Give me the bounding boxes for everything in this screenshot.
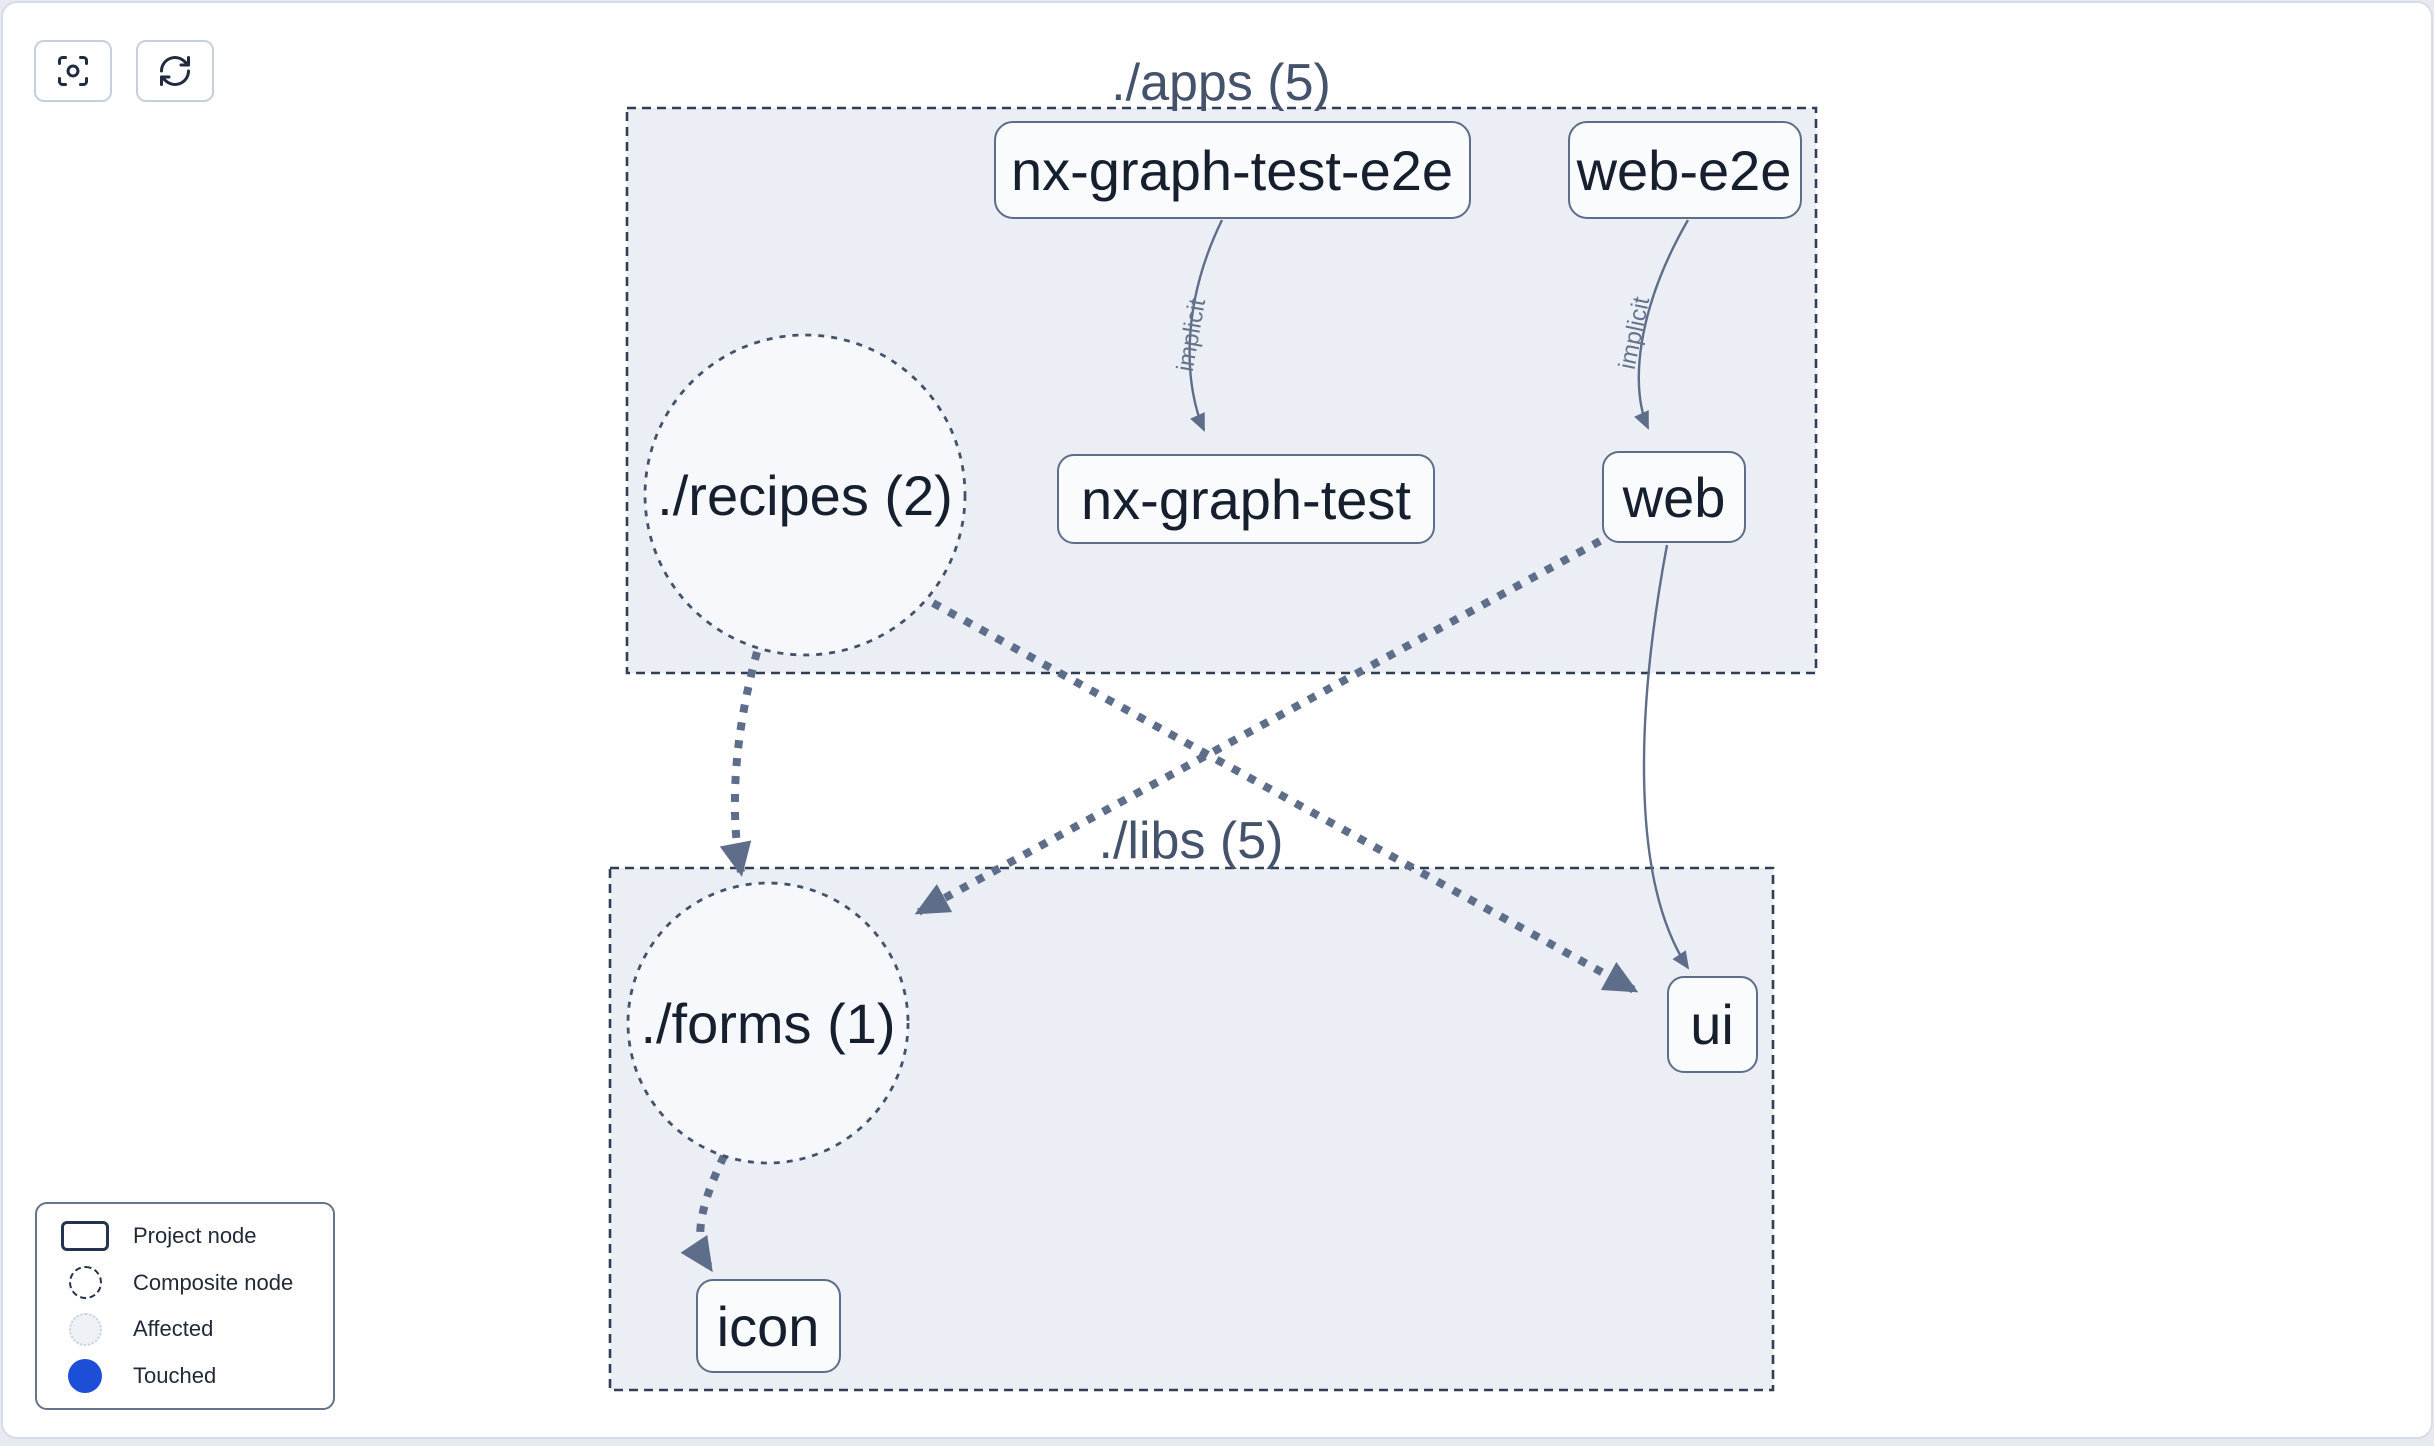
project-node-icon[interactable] bbox=[696, 1279, 841, 1373]
legend-item-project-node: Project node bbox=[37, 1214, 333, 1258]
legend-label: Composite node bbox=[133, 1269, 294, 1295]
project-node-nx-graph-test-e2e[interactable] bbox=[994, 121, 1471, 219]
edge-web-to-ui bbox=[1642, 544, 1690, 970]
refresh-button[interactable] bbox=[136, 40, 214, 102]
group-apps-label: ./apps (5) bbox=[1111, 54, 1331, 112]
composite-node-recipes-label: ./recipes (2) bbox=[657, 464, 953, 527]
edge-forms-to-icon bbox=[680, 1154, 728, 1273]
affected-swatch bbox=[68, 1312, 102, 1346]
legend: Project node Composite node Affected Tou… bbox=[35, 1202, 335, 1410]
focus-button[interactable] bbox=[34, 40, 112, 102]
legend-label: Touched bbox=[133, 1362, 217, 1388]
focus-icon bbox=[58, 56, 88, 86]
legend-item-composite-node: Composite node bbox=[37, 1261, 333, 1305]
refresh-icon bbox=[160, 56, 190, 86]
edge-recipes-to-forms bbox=[719, 650, 761, 877]
legend-item-touched: Touched bbox=[37, 1354, 333, 1398]
project-node-web[interactable] bbox=[1602, 451, 1746, 543]
edge-recipes-to-ui bbox=[931, 599, 1639, 994]
project-node-icon-label: icon bbox=[717, 1295, 820, 1358]
legend-label: Project node bbox=[133, 1223, 257, 1249]
project-node-ui[interactable] bbox=[1667, 976, 1758, 1073]
composite-node-forms-label: ./forms (1) bbox=[640, 992, 895, 1055]
project-node-web-e2e-label: web-e2e bbox=[1576, 139, 1792, 202]
touched-swatch bbox=[68, 1358, 102, 1393]
toolbar bbox=[34, 40, 214, 102]
group-libs-label: ./libs (5) bbox=[1099, 812, 1284, 870]
project-node-swatch bbox=[61, 1221, 109, 1252]
project-node-web-e2e[interactable] bbox=[1568, 121, 1802, 219]
composite-node-recipes[interactable] bbox=[643, 333, 967, 657]
legend-label: Affected bbox=[133, 1316, 214, 1342]
project-node-nx-graph-test[interactable] bbox=[1057, 454, 1435, 544]
legend-item-affected: Affected bbox=[37, 1307, 333, 1351]
edge-web-e2e-to-web bbox=[1634, 219, 1690, 430]
project-node-nx-graph-test-e2e-label: nx-graph-test-e2e bbox=[1011, 139, 1453, 202]
composite-node-forms[interactable] bbox=[626, 881, 910, 1165]
edge-web-to-forms bbox=[914, 537, 1602, 916]
composite-node-swatch bbox=[68, 1266, 102, 1300]
project-node-nx-graph-test-label: nx-graph-test bbox=[1081, 468, 1411, 531]
project-node-web-label: web bbox=[1622, 466, 1726, 529]
project-node-ui-label: ui bbox=[1690, 993, 1734, 1056]
edge-nx-graph-test-e2e-to-nx-graph-test bbox=[1188, 219, 1224, 432]
